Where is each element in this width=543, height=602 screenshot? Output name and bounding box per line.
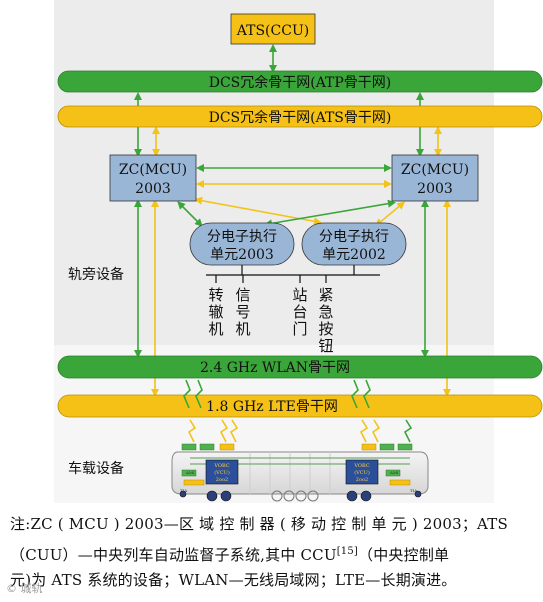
device-platform-door: 站 台 门 [292,286,307,338]
zc-right-line2: 2003 [417,181,453,197]
unit-left-line1: 分电子执行 [207,229,277,245]
backbone-dcs-ats-label: DCS冗余骨干网(ATS骨干网) [209,109,392,126]
device-emergency-button: 紧 急 按 钮 [318,286,333,355]
ami-label-right: AMI [389,470,399,475]
ats-label: ATS(CCU) [236,23,309,39]
vobc-right-box [345,459,379,485]
wireless-link-icon [183,379,413,443]
device-bus [206,265,380,283]
backbone-dcs-ats [57,105,543,128]
zc-right-box [391,154,479,202]
watermark-logo: © 城轨 [6,582,43,595]
svg-text:VOBC: VOBC [213,463,229,469]
unit-left-line2: 单元2003 [210,247,274,263]
vobc-left-box [205,459,239,485]
backbone-lte [57,394,543,418]
backbone-lte-label: 1.8 GHz LTE骨干网 [206,399,338,415]
svg-text:机: 机 [235,320,250,338]
svg-text:紧: 紧 [318,286,333,304]
svg-text:(VCU): (VCU) [214,469,230,476]
train-icon: VOBC (VCU) 2oo2 VOBC (VCU) 2oo2 TIA TIA … [171,443,429,502]
device-signal: 信 号 机 [235,286,250,338]
svg-text:机: 机 [208,320,223,338]
section-trackside-label: 轨旁设备 [68,266,124,283]
tia-label-right: TIA [410,488,417,493]
svg-text:(VCU): (VCU) [354,469,370,476]
tia-label-left: TIA [180,488,187,493]
zc-left-line1: ZC(MCU) [119,162,187,178]
link-zcr-unitl-green [264,199,396,228]
svg-text:号: 号 [235,303,250,321]
svg-text:门: 门 [292,320,307,338]
figure-note-line3: 元)为 ATS 系统的设备；WLAN—无线局域网；LTE—长期演进。 [10,571,457,589]
zc-right-line1: ZC(MCU) [401,162,469,178]
figure-note-line2: （CUU）—中央列车自动监督子系统,其中 CCU[15]（中央控制单 [10,546,450,564]
link-zcr-unitr-yellow [374,201,406,227]
svg-text:钮: 钮 [318,337,333,355]
svg-text:辙: 辙 [208,303,223,321]
zc-left-line2: 2003 [135,181,171,197]
svg-text:转: 转 [208,286,223,304]
device-switch-machine: 转 辙 机 [208,286,223,338]
cbtc-architecture-diagram: ATS(CCU) DCS冗余骨干网(ATP骨干网) DCS冗余骨干网(ATS骨干… [54,0,543,503]
section-onboard-label: 车载设备 [68,460,124,477]
svg-text:急: 急 [318,303,333,321]
ami-label-left: AMI [185,470,195,475]
backbone-wlan [57,355,543,379]
backbone-wlan-label: 2.4 GHz WLAN骨干网 [200,360,350,376]
svg-text:VOBC: VOBC [353,463,369,469]
svg-text:台: 台 [292,303,307,321]
backbone-dcs-atp [57,70,543,93]
svg-text:站: 站 [292,286,307,304]
unit-right-line1: 分电子执行 [319,229,389,245]
svg-text:按: 按 [318,320,333,338]
backbone-dcs-atp-label: DCS冗余骨干网(ATP骨干网) [209,74,392,91]
zc-left-box [109,154,197,202]
unit-right-line2: 单元2002 [322,247,386,263]
svg-text:信: 信 [235,286,250,304]
svg-text:2oo2: 2oo2 [356,477,368,483]
svg-text:2oo2: 2oo2 [216,477,228,483]
figure-note-line1: 注:ZC ( MCU ) 2003—区 域 控 制 器 ( 移 动 控 制 单 … [10,515,508,533]
